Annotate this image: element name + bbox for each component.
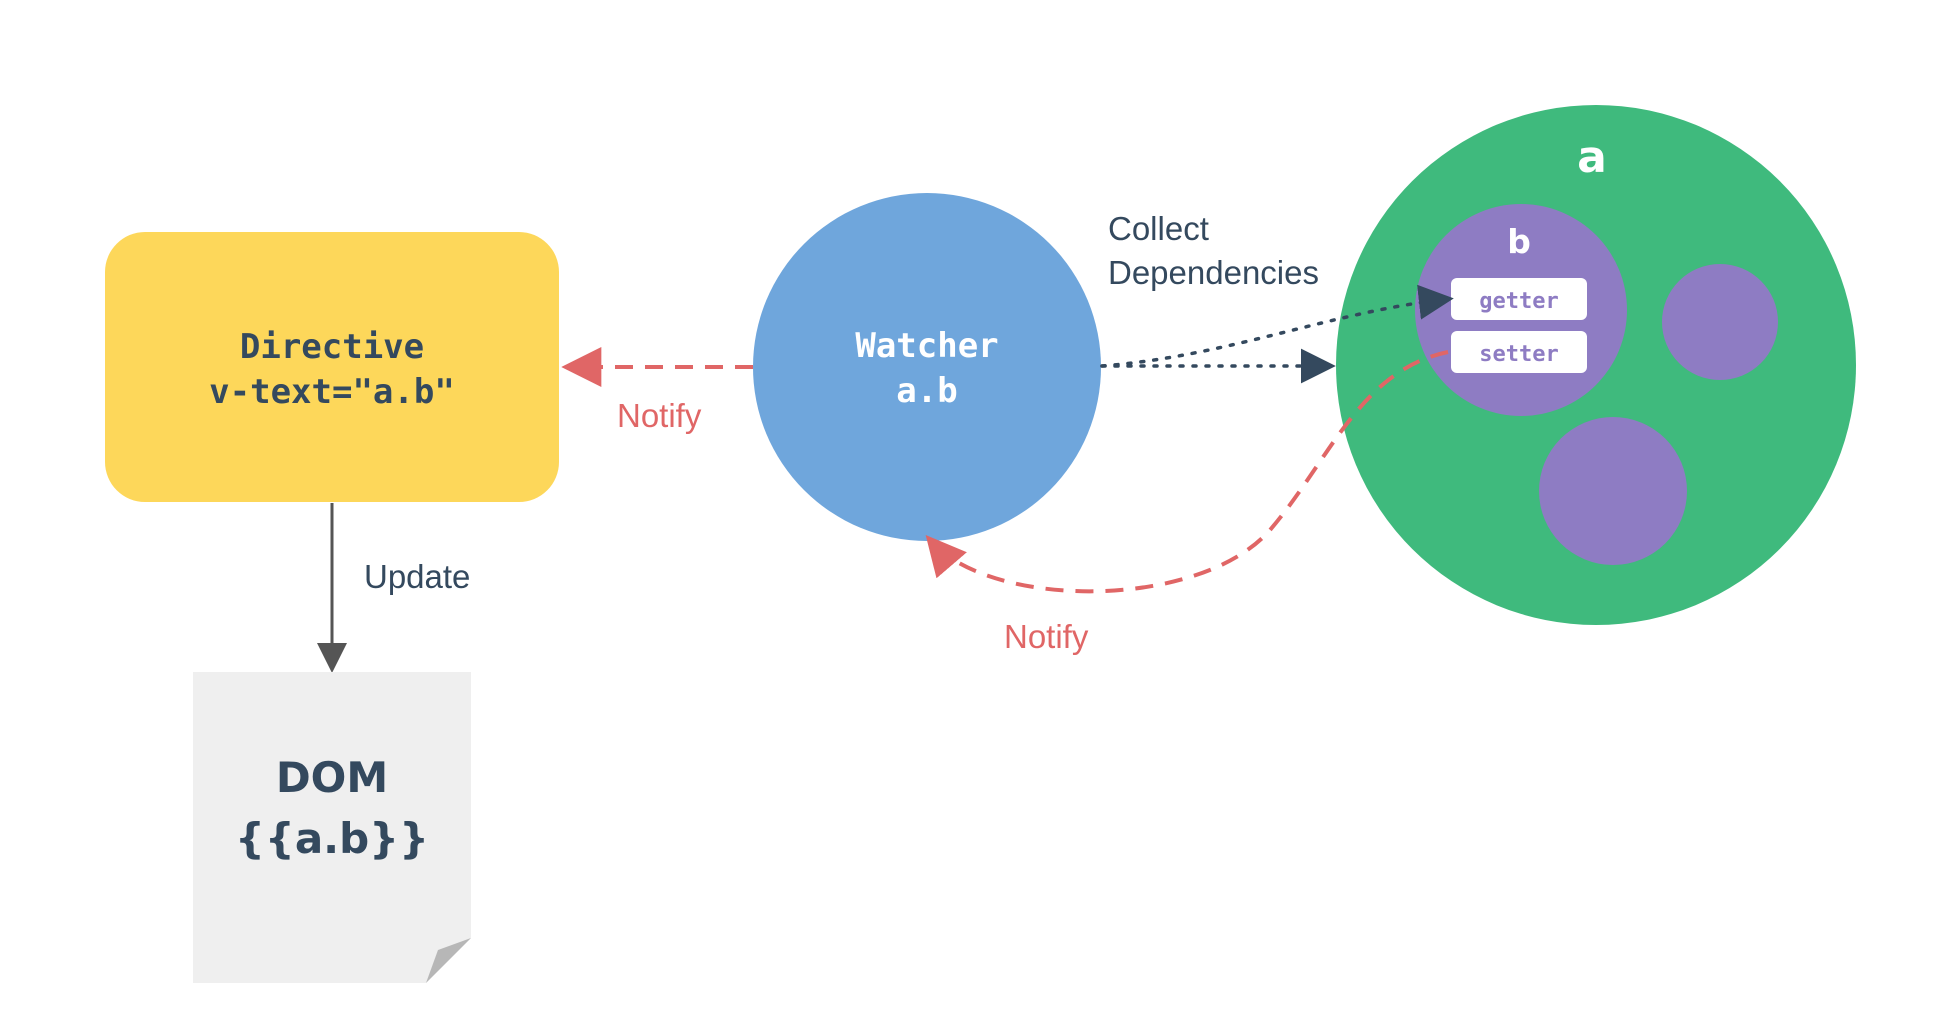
dom-page-fold [426,938,471,983]
object-a-node: a b getter setter [1336,105,1856,625]
getter-box [1451,278,1587,320]
notify-directive-label: Notify [617,397,702,434]
update-label: Update [364,558,470,595]
notify-watcher-arrow [925,350,1449,594]
getter-label: getter [1479,289,1558,314]
dom-title: DOM [276,753,388,802]
directive-box [105,232,559,502]
directive-node: Directive v-text="a.b" [105,232,559,502]
dom-page [193,672,471,983]
watcher-title: Watcher [855,326,998,366]
watcher-expression: a.b [896,371,957,411]
watcher-node: Watcher a.b [753,193,1101,541]
collect-label-line1: Collect [1108,210,1209,247]
object-b-label: b [1507,222,1531,261]
notify-watcher-label: Notify [1004,618,1089,655]
dom-binding: {{a.b}} [235,814,429,863]
setter-box [1451,331,1587,373]
collect-label-line2: Dependencies [1108,254,1319,291]
watcher-circle [753,193,1101,541]
setter-label: setter [1479,342,1558,367]
object-a-label: a [1577,132,1607,183]
dom-node: DOM {{a.b}} [193,672,471,983]
property-circle-right [1662,264,1778,380]
directive-expression: v-text="a.b" [209,372,455,412]
property-circle-bottom [1539,417,1687,565]
object-b-node: b getter setter [1415,204,1627,416]
directive-title: Directive [240,327,424,367]
